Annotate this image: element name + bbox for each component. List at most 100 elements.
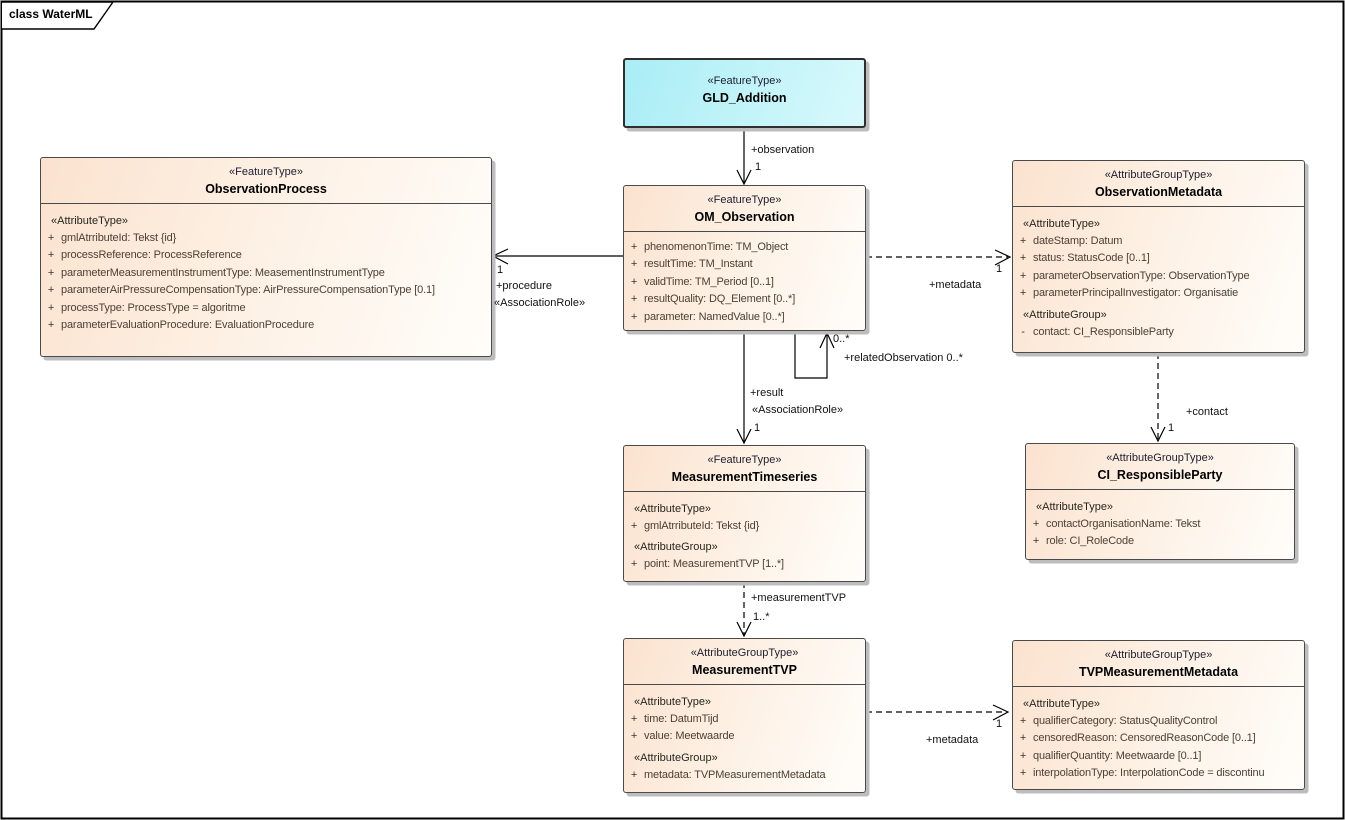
class-attributes: + phenomenonTime: TM_Object + resultTime: T… (624, 232, 865, 326)
attribute-text: resultTime: TM_Instant (644, 258, 753, 271)
class-box-om-observation[interactable]: «FeatureType» OM_Observation + phenomenon… (623, 185, 866, 331)
class-box-ci-responsible-party[interactable]: «AttributeGroupType» CI_ResponsibleParty… (1025, 443, 1295, 560)
visibility-marker: + (630, 258, 638, 271)
visibility-marker: + (1032, 518, 1040, 530)
class-name: MeasurementTVP (692, 663, 797, 677)
connector-related-observation[interactable] (794, 331, 835, 379)
attribute-group-heading: «AttributeGroup» (634, 541, 718, 554)
visibility-marker: + (1032, 535, 1040, 548)
attribute-text: role: CI_RoleCode (1046, 535, 1134, 548)
connector-role-label: +observation (751, 144, 815, 156)
attribute-row: + qualifierQuantity: Meetwaarde [0..1] (1013, 748, 1300, 765)
visibility-marker: + (1019, 269, 1027, 282)
connector-multiplicity: 1..* (753, 611, 770, 623)
attribute-row: + value: Meetwaarde (624, 728, 861, 745)
class-box-observation-metadata[interactable]: «AttributeGroupType» ObservationMetadata… (1012, 160, 1305, 353)
connector-procedure[interactable] (491, 248, 623, 265)
visibility-marker: + (630, 241, 638, 253)
attribute-row: +processType: ProcessType = algoritme (41, 300, 487, 317)
class-box-measurement-timeseries[interactable]: «FeatureType» MeasurementTimeseries «Att… (623, 445, 866, 582)
connector-role-label: +metadata (929, 279, 982, 291)
class-stereotype: «FeatureType» (229, 166, 303, 178)
visibility-marker: + (1019, 235, 1027, 247)
connector-role-label: +measurementTVP (751, 592, 847, 604)
attribute-row: +resultQuality: DQ_Element [0..*] (624, 291, 861, 308)
connector-stereotype-label: «AssociationRole» (752, 404, 844, 416)
attribute-group-heading: «AttributeType» (1023, 218, 1101, 230)
attribute-text: parameterObservationType: ObservationTyp… (1033, 269, 1250, 282)
class-header: «AttributeGroupType» MeasurementTVP (624, 639, 865, 685)
class-name: GLD_Addition (702, 91, 787, 105)
class-attributes: «AttributeType»+gmlAtrributeId: Tekst {i… (41, 204, 491, 334)
class-header: «FeatureType» GLD_Addition (625, 60, 864, 112)
attribute-text: parameterAirPressureCompensationType: Ai… (61, 284, 435, 297)
connector-observation[interactable] (736, 128, 752, 186)
attribute-row: +parameterEvaluationProcedure: Evaluatio… (41, 317, 487, 334)
attribute-text: parameterPrincipalInvestigator: Organisa… (1033, 287, 1239, 300)
attribute-row: +time: DatumTijd (624, 711, 861, 728)
connector-metadata-bottom[interactable] (866, 704, 1010, 721)
diagram-tab (2, 1, 115, 30)
attribute-text: qualifierCategory: StatusQualityControl (1033, 715, 1218, 727)
attribute-row: + resultTime: TM_Instant (624, 256, 861, 273)
attribute-text: contactOrganisationName: Tekst (1046, 518, 1201, 530)
attribute-group-heading: «AttributeType» (1023, 698, 1101, 710)
attribute-row: +parameterMeasurementInstrumentType: Mea… (41, 265, 487, 282)
visibility-marker: + (1019, 252, 1027, 265)
class-box-gld-addition[interactable]: «FeatureType» GLD_Addition (623, 58, 866, 128)
visibility-marker: + (47, 232, 55, 244)
connector-measurement-tvp[interactable] (736, 582, 752, 638)
attribute-text: validTime: TM_Period [0..1] (644, 275, 774, 288)
visibility-marker: + (47, 301, 55, 314)
attribute-row: + metadata: TVPMeasurementMetadata (624, 767, 861, 784)
class-header: «AttributeGroupType» ObservationMetadata (1013, 161, 1304, 207)
attribute-row: + parameterPrincipalInvestigator: Organis… (1013, 285, 1300, 302)
connector-multiplicity: 1 (497, 264, 504, 276)
attribute-text: processReference: ProcessReference (61, 249, 242, 262)
attribute-text: parameterEvaluationProcedure: Evaluation… (61, 319, 315, 332)
attribute-text: contact: CI_ResponsibleParty (1033, 325, 1174, 338)
class-header: «AttributeGroupType» TVPMeasurementMetad… (1013, 641, 1304, 687)
attribute-row: +dateStamp: Datum (1013, 233, 1300, 250)
attribute-row: +gmlAtrributeId: Tekst {id} (624, 518, 861, 535)
attribute-text: value: Meetwaarde (644, 730, 735, 743)
attribute-group-heading: «AttributeType» (1036, 501, 1114, 513)
attribute-row: +validTime: TM_Period [0..1] (624, 274, 861, 291)
connector-multiplicity: 1 (1168, 422, 1175, 434)
class-box-observation-process[interactable]: «FeatureType» ObservationProcess «Attrib… (40, 157, 492, 357)
visibility-marker: - (1021, 325, 1025, 338)
connector-stereotype-label: «AssociationRole» (494, 297, 586, 309)
class-name: ObservationProcess (205, 182, 327, 196)
visibility-marker: + (1019, 749, 1027, 762)
class-name: OM_Observation (694, 210, 795, 224)
class-header: «AttributeGroupType» CI_ResponsibleParty (1026, 444, 1294, 490)
class-header: «FeatureType» MeasurementTimeseries (624, 446, 865, 492)
attribute-row: +status: StatusCode [0..1] (1013, 250, 1300, 267)
visibility-marker: + (630, 520, 638, 532)
class-box-measurement-tvp[interactable]: «AttributeGroupType» MeasurementTVP «Att… (623, 638, 866, 793)
connector-metadata-top[interactable] (866, 249, 1012, 266)
attribute-text: phenomenonTime: TM_Object (644, 241, 789, 253)
visibility-marker: + (1019, 287, 1027, 300)
visibility-marker: + (1019, 715, 1027, 727)
visibility-marker: + (47, 249, 55, 262)
attribute-text: censoredReason: CensoredReasonCode [0..1… (1033, 732, 1256, 745)
attribute-text: qualifierQuantity: Meetwaarde [0..1] (1033, 749, 1202, 762)
visibility-marker: + (630, 768, 638, 781)
class-box-tvp-measurement-metadata[interactable]: «AttributeGroupType» TVPMeasurementMetad… (1012, 640, 1305, 790)
connector-contact[interactable] (1150, 353, 1166, 443)
diagram-tab-label: class WaterML (9, 7, 93, 21)
class-stereotype: «AttributeGroupType» (1106, 452, 1214, 464)
connector-result[interactable] (736, 331, 752, 445)
class-stereotype: «AttributeGroupType» (1104, 649, 1213, 661)
attribute-text: metadata: TVPMeasurementMetadata (644, 768, 826, 781)
class-stereotype: «FeatureType» (707, 75, 782, 87)
class-stereotype: «FeatureType» (707, 194, 782, 206)
visibility-marker: + (47, 266, 55, 279)
attribute-row: + role: CI_RoleCode (1026, 533, 1290, 550)
class-stereotype: «FeatureType» (707, 454, 782, 466)
connector-role-label: +metadata (926, 734, 979, 746)
visibility-marker: + (47, 284, 55, 297)
visibility-marker: + (630, 730, 638, 743)
